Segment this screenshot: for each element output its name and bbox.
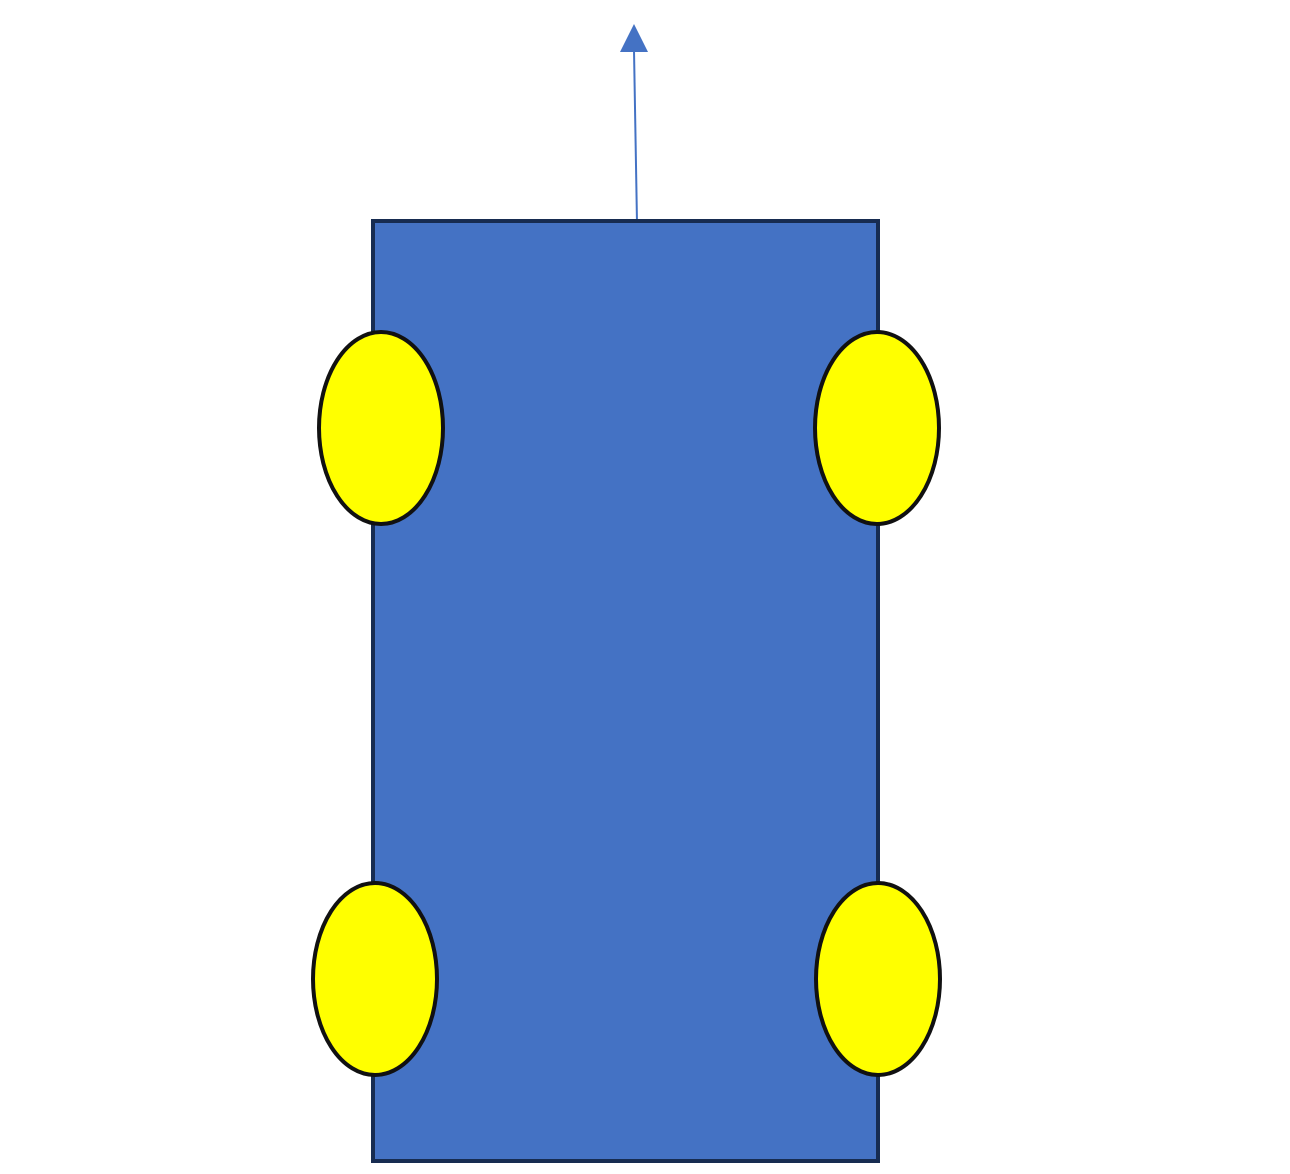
up-arrow-icon: [620, 24, 648, 52]
wheel-front-left: [317, 330, 445, 526]
wheel-rear-left: [311, 881, 439, 1077]
wheel-front-right: [813, 330, 941, 526]
arrow-shaft: [633, 49, 638, 224]
direction-arrow: [620, 24, 648, 224]
wheel-rear-right: [814, 881, 942, 1077]
chassis-body: [371, 219, 880, 1163]
